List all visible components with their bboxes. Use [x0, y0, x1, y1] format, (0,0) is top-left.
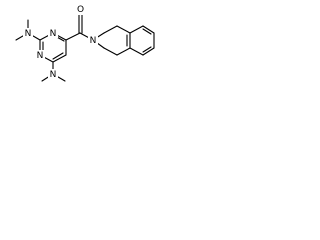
- bonds: [15, 14, 155, 82]
- bond-ar-6: [142, 47, 155, 56]
- atom-label-ring-n3: N: [37, 51, 44, 61]
- atom-labels: N N N N O N: [23, 4, 98, 80]
- bond-c-up2-ar: [116, 25, 131, 34]
- bond-c5-c4: [52, 54, 67, 63]
- bond-ar-4-double: [142, 28, 152, 35]
- atom-label-carbonyl-o: O: [77, 5, 84, 15]
- atom-label-dimethylamino-bottom-n: N: [50, 70, 57, 80]
- bond-ar-3: [129, 25, 144, 34]
- bond-c6-carbonyl: [65, 32, 81, 41]
- atom-label-ring-n1: N: [50, 29, 57, 39]
- bond-ar-6-double: [142, 46, 152, 53]
- structure-diagram: N N N N O N: [15, 4, 155, 82]
- bond-c5-c4-double: [52, 52, 64, 60]
- atom-label-isoquinoline-n: N: [90, 36, 97, 46]
- bond-c-down-ar: [103, 47, 118, 56]
- atom-label-dimethylamino-top-n: N: [25, 29, 32, 39]
- bond-c-up-c-up2: [103, 25, 118, 34]
- bond-ar-4: [142, 25, 155, 34]
- bond-ar-7: [129, 47, 144, 56]
- bond-ar-1: [116, 47, 131, 56]
